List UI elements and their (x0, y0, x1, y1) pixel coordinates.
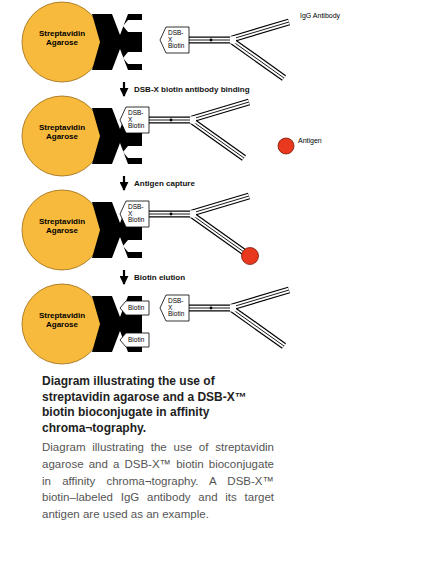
tag-label: DSB-X Biotin (128, 110, 144, 130)
bead-label: Streptavidin Agarose (26, 311, 98, 329)
caption-body: Diagram illustrating the use of streptav… (42, 439, 274, 522)
agarose-bead: Streptavidin Agarose (20, 284, 144, 364)
chain-outline (192, 102, 249, 119)
bead-label: Streptavidin Agarose (26, 217, 98, 235)
step-label: Antigen capture (133, 179, 196, 188)
chain-outline (149, 211, 194, 218)
biotin-tag: Biotin (120, 301, 149, 315)
tag-label: DSB-X Biotin (168, 298, 184, 318)
tag-pentagon (120, 107, 149, 133)
chain-fill (189, 306, 234, 311)
chain-fill (232, 22, 289, 39)
chain-outline (192, 215, 244, 252)
chain-divider (232, 290, 289, 307)
caption-title: Diagram illustrating the use of streptav… (42, 374, 274, 436)
chain-divider (192, 102, 249, 119)
disulfide-dot (170, 119, 173, 122)
tag-pentagon (160, 27, 189, 53)
tag-label: DSB-X Biotin (128, 204, 144, 224)
chain-divider (232, 22, 289, 39)
chain-fill (192, 102, 249, 119)
hinge (230, 37, 236, 44)
bead-label: Streptavidin Agarose (26, 123, 98, 141)
agarose-bead-circle (22, 2, 102, 82)
igg-antibody (149, 196, 259, 265)
chain-outline (192, 196, 249, 213)
chain-fill (232, 309, 284, 346)
streptavidin-shape (92, 14, 142, 70)
agarose-bead-circle (22, 190, 102, 270)
chain-fill (189, 38, 234, 43)
binding-pocket (123, 146, 143, 158)
biotin-tag: DSB-X Biotin (160, 295, 189, 321)
bead-outline (20, 2, 144, 82)
chain-divider (149, 214, 194, 215)
biotin-tag: Biotin (120, 333, 149, 347)
process-arrow (123, 270, 125, 284)
tag-pentagon (120, 301, 149, 315)
antibody-label: IgG Antibody (300, 12, 344, 20)
hinge (190, 211, 196, 218)
chain-fill (192, 121, 244, 158)
chain-fill (232, 290, 289, 307)
biotin-tag: DSB-X Biotin (160, 27, 189, 53)
chain-outline (189, 37, 234, 44)
tag-pentagon (120, 201, 149, 227)
tag-label: Biotin (128, 337, 144, 344)
chain-outline (192, 121, 244, 158)
biotin-tag: DSB-X Biotin (120, 201, 149, 227)
bead-outline (20, 284, 144, 364)
chain-divider (189, 40, 234, 41)
binding-pocket (123, 52, 143, 64)
igg-antibody (189, 22, 289, 78)
chain-outline (232, 309, 284, 346)
igg-antibody (189, 290, 289, 346)
chain-fill (192, 215, 244, 252)
chain-outline (149, 117, 194, 124)
chain-divider (192, 215, 244, 252)
step-label: DSB-X biotin antibody binding (133, 85, 251, 94)
chain-divider (149, 120, 194, 121)
disulfide-dot (170, 213, 173, 216)
disulfide-dot (210, 307, 213, 310)
antigen-circle (242, 248, 259, 265)
antigen-circle (278, 138, 294, 154)
tag-pentagon (160, 295, 189, 321)
step-label: Biotin elution (133, 273, 186, 282)
agarose-bead: Streptavidin Agarose (20, 2, 144, 82)
chain-fill (232, 41, 284, 78)
chain-fill (149, 212, 194, 217)
chain-outline (232, 290, 289, 307)
antigen-label: Antigen (298, 137, 322, 145)
biotin-tag: DSB-X Biotin (120, 107, 149, 133)
chain-outline (232, 41, 284, 78)
chain-outline (189, 305, 234, 312)
chain-divider (192, 121, 244, 158)
agarose-bead-circle (22, 96, 102, 176)
process-arrow (123, 82, 125, 96)
chain-divider (189, 308, 234, 309)
binding-pocket (123, 240, 143, 252)
chain-fill (149, 118, 194, 123)
bead-label: Streptavidin Agarose (26, 29, 98, 47)
chain-divider (232, 41, 284, 78)
tag-label: DSB-X Biotin (168, 30, 184, 50)
igg-antibody (149, 102, 249, 158)
hinge (190, 117, 196, 124)
chain-outline (232, 22, 289, 39)
tag-label: Biotin (128, 305, 144, 312)
chain-fill (192, 196, 249, 213)
process-arrow (123, 176, 125, 190)
chain-divider (232, 309, 284, 346)
agarose-bead-circle (22, 284, 102, 364)
chain-divider (192, 196, 249, 213)
tag-pentagon (120, 333, 149, 347)
binding-pocket (123, 20, 143, 32)
hinge (230, 305, 236, 312)
disulfide-dot (210, 39, 213, 42)
